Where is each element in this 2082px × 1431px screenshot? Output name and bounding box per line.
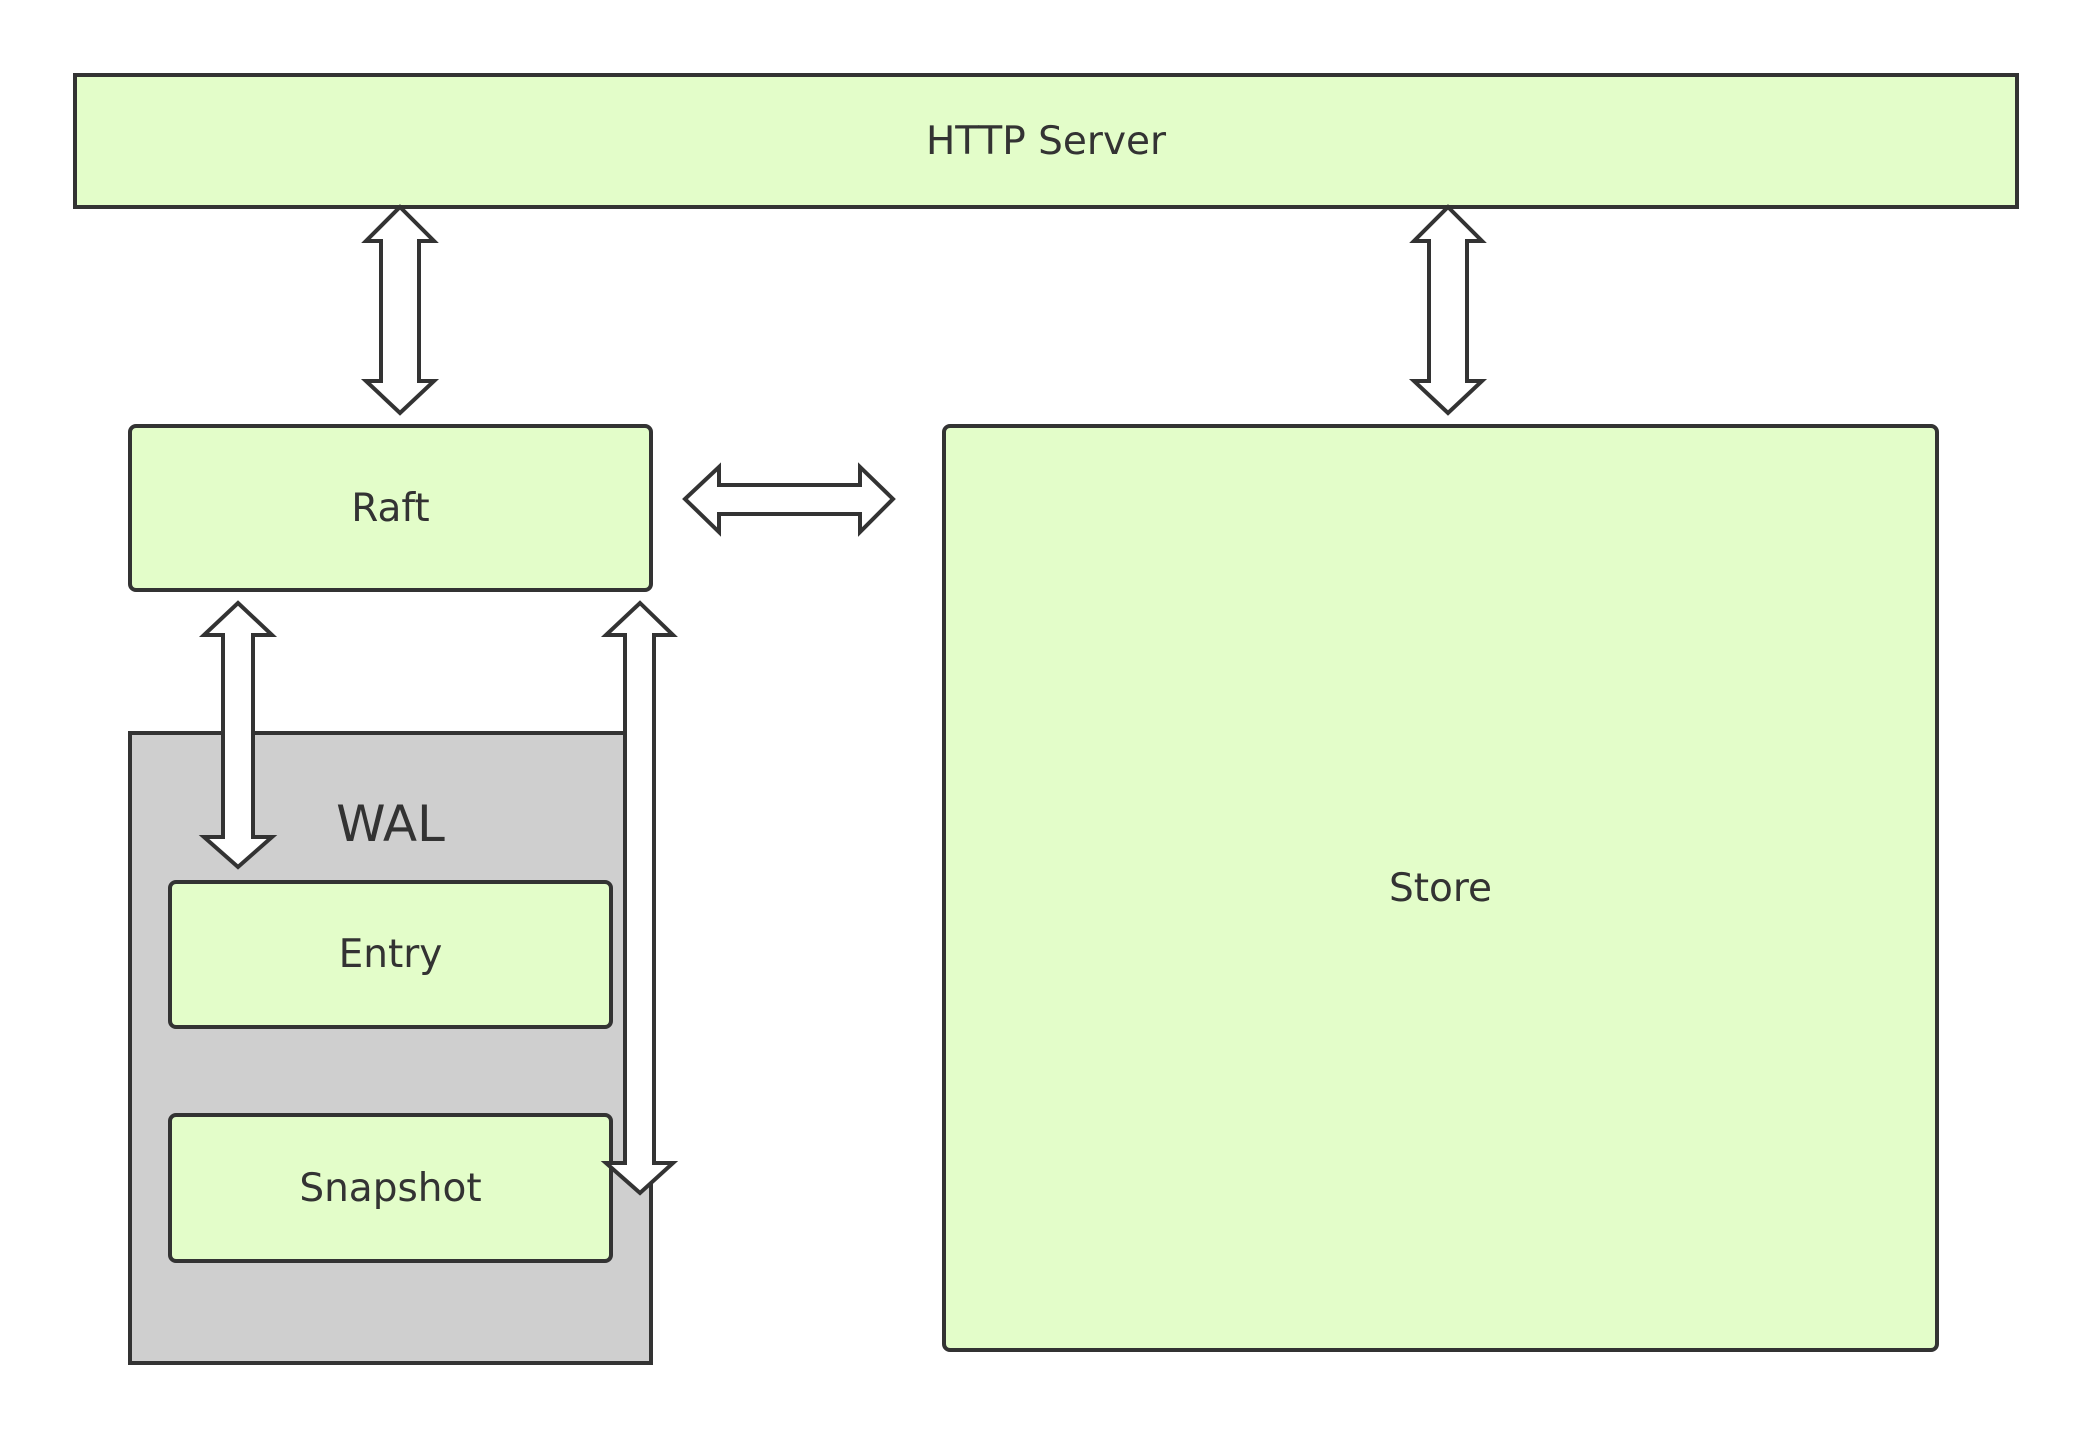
raft-snapshot-arrow bbox=[600, 600, 679, 1196]
store-node: Store bbox=[942, 424, 1939, 1352]
entry-label: Entry bbox=[338, 932, 443, 977]
raft-store-arrow bbox=[682, 462, 896, 537]
http-store-arrow bbox=[1408, 204, 1488, 416]
raft-label: Raft bbox=[351, 485, 430, 531]
raft-wal-arrow bbox=[198, 600, 278, 870]
entry-node: Entry bbox=[168, 880, 613, 1029]
http-server-node: HTTP Server bbox=[73, 73, 2019, 209]
store-label: Store bbox=[1388, 865, 1493, 911]
wal-label: WAL bbox=[336, 795, 445, 853]
http-server-label: HTTP Server bbox=[925, 118, 1167, 164]
http-raft-arrow bbox=[360, 204, 440, 416]
snapshot-node: Snapshot bbox=[168, 1113, 613, 1263]
raft-node: Raft bbox=[128, 424, 653, 592]
snapshot-label: Snapshot bbox=[299, 1165, 482, 1211]
